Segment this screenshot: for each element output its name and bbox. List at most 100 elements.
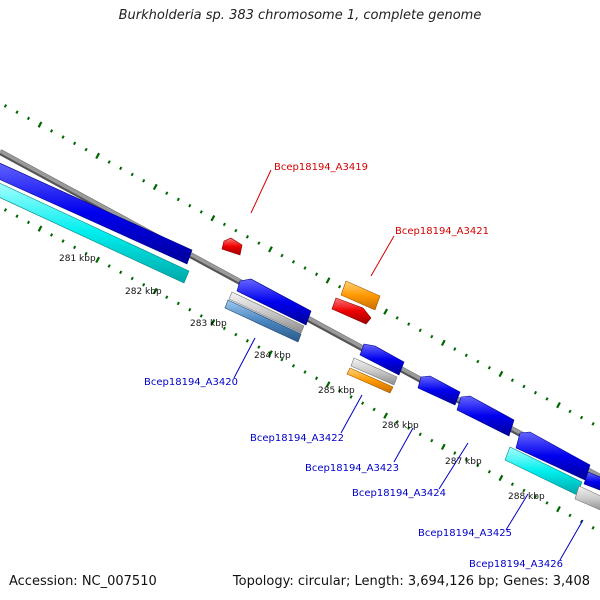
feature-a3420-blue: [236, 278, 312, 326]
inner-tick: [556, 505, 561, 513]
outer-tick: [73, 141, 77, 146]
tick-label-288: 288 kbp: [508, 492, 545, 502]
inner-tick: [522, 488, 526, 493]
inner-tick: [314, 376, 319, 381]
outer-tick: [476, 359, 480, 364]
inner-tick: [383, 412, 389, 419]
callout-a3421: [370, 235, 395, 277]
outer-tick: [49, 129, 54, 133]
inner-tick: [199, 314, 203, 318]
outer-tick: [165, 191, 169, 195]
inner-tick: [84, 251, 88, 256]
inner-tick: [152, 287, 158, 295]
outer-tick: [579, 415, 584, 420]
outer-tick: [26, 116, 31, 121]
gene-label-a3422: Bcep18194_A3422: [250, 433, 344, 444]
inner-tick: [533, 494, 538, 499]
callout-a3422: [340, 394, 363, 434]
gene-label-a3420: Bcep18194_A3420: [144, 377, 238, 388]
callout-a3420: [233, 337, 256, 379]
feature-a3422-orange: [346, 367, 394, 394]
inner-tick: [280, 357, 284, 362]
callout-a3423: [393, 427, 414, 463]
outer-tick: [199, 210, 203, 214]
inner-tick: [26, 220, 31, 225]
outer-tick: [591, 422, 595, 426]
inner-tick: [291, 364, 296, 368]
inner-tick: [464, 457, 468, 462]
outer-tick: [291, 260, 296, 264]
inner-tick: [349, 395, 353, 399]
feature-a3426-blue: [583, 471, 600, 491]
outer-tick: [176, 197, 180, 202]
tick-label-286: 286 kbp: [382, 421, 419, 431]
outer-tick: [383, 308, 389, 315]
outer-tick: [119, 166, 123, 171]
kbp-tick-labels: 281 kbp 282 kbp 283 kbp 284 kbp 285 kbp …: [59, 254, 545, 502]
feature-a3419-red: [221, 237, 243, 256]
inner-tick: [361, 401, 365, 405]
inner-tick: [498, 474, 504, 482]
outer-tick: [545, 397, 549, 401]
topology-text: Topology: circular; Length: 3,694,126 bp…: [232, 574, 590, 589]
outer-tick: [84, 147, 88, 152]
inner-tick: [568, 513, 572, 518]
outer-tick: [522, 384, 526, 389]
outer-tick: [95, 152, 101, 160]
tick-label-284: 284 kbp: [254, 351, 291, 361]
tick-label-282: 282 kbp: [125, 287, 162, 297]
inner-tick: [268, 350, 273, 357]
outer-tick: [210, 214, 216, 222]
outer-tick-track: [3, 104, 595, 426]
feature-a3420-gray: [228, 291, 305, 334]
inner-tick: [142, 282, 146, 287]
outer-tick: [222, 222, 226, 227]
outer-tick: [15, 110, 19, 114]
outer-tick: [533, 390, 538, 395]
inner-tick: [15, 214, 19, 218]
outer-tick: [152, 183, 158, 191]
inner-tick: [453, 451, 457, 455]
inner-tick: [510, 482, 514, 486]
inner-tick: [338, 388, 342, 393]
feature-a3420-steel: [224, 299, 302, 343]
inner-tick: [407, 426, 411, 430]
callout-a3426: [559, 519, 584, 561]
callout-a3419: [250, 169, 272, 214]
inner-tick: [188, 307, 192, 312]
outer-tick: [440, 339, 446, 347]
inner-tick: [130, 276, 134, 281]
outer-tick: [107, 160, 111, 164]
outer-tick: [325, 277, 331, 284]
tick-label-287: 287 kbp: [445, 457, 482, 467]
outer-tick: [268, 246, 273, 253]
outer-tick: [510, 378, 514, 382]
feature-a3425-blue: [515, 431, 591, 481]
outer-tick: [61, 135, 65, 139]
outer-tick: [130, 172, 134, 177]
tick-label-281: 281 kbp: [59, 254, 96, 264]
inner-tick: [176, 301, 180, 306]
outer-tick: [395, 316, 399, 320]
inner-tick: [418, 432, 422, 437]
feature-long-cyan-left: [0, 182, 190, 284]
inner-tick: [257, 345, 261, 349]
outer-tick: [257, 241, 261, 245]
outer-tick: [464, 353, 468, 358]
inner-tick: [372, 407, 376, 412]
outer-tick: [314, 272, 319, 277]
outer-tick: [338, 284, 342, 289]
outer-tick: [188, 203, 192, 208]
inner-tick: [430, 438, 434, 443]
outer-tick: [37, 121, 43, 128]
inner-tick: [222, 326, 226, 331]
inner-tick: [95, 256, 101, 264]
outer-tick: [430, 334, 434, 339]
inner-tick: [119, 270, 123, 275]
inner-tick: [61, 239, 65, 243]
feature-a3422-blue: [359, 343, 405, 376]
map-title: Burkholderia sp. 383 chromosome 1, compl…: [118, 8, 482, 23]
gene-label-a3426: Bcep18194_A3426: [469, 559, 563, 570]
inner-tick: [107, 264, 111, 268]
